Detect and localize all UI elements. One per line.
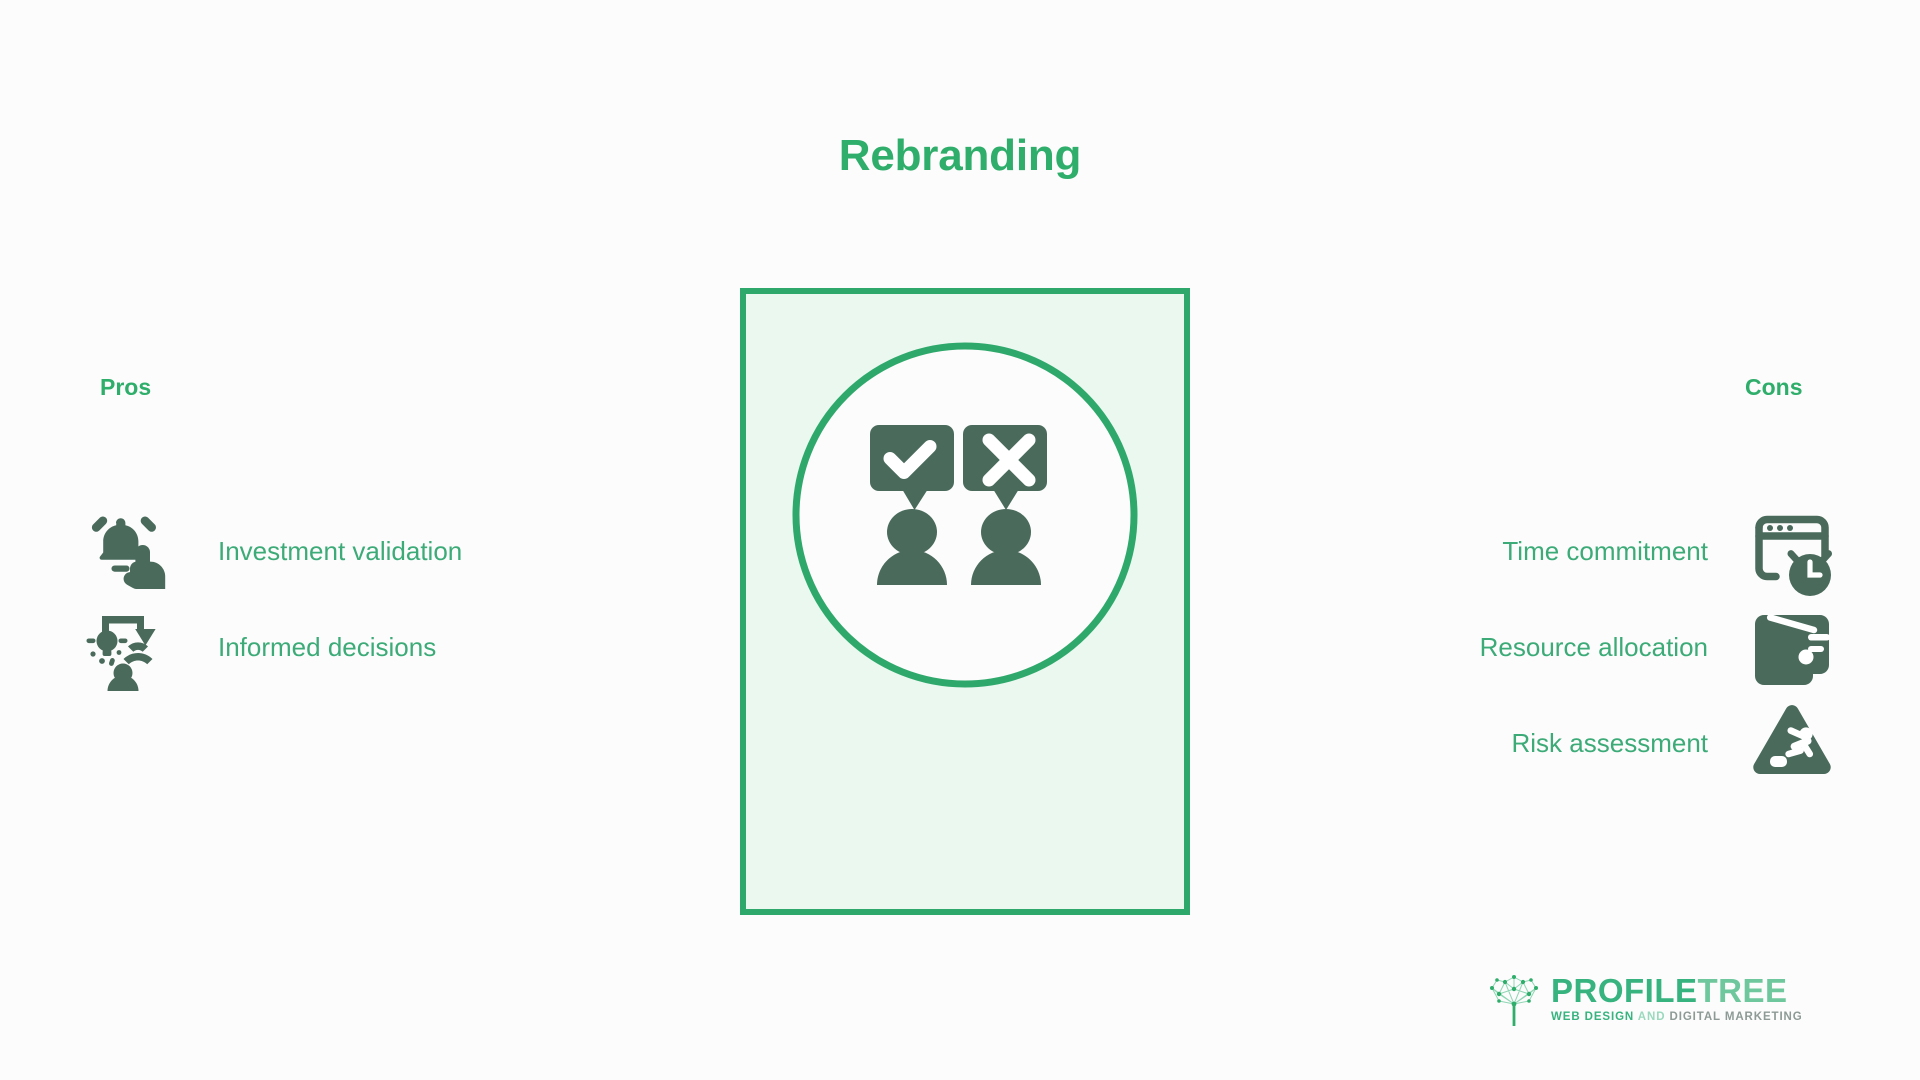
- cons-item-label: Time commitment: [1502, 536, 1708, 566]
- pros-item-label: Investment validation: [218, 536, 463, 566]
- slip-hazard-warning-icon: [1746, 697, 1838, 789]
- profiletree-logo: PROFILETREE WEB DESIGN AND DIGITAL MARKE…: [1483, 968, 1803, 1030]
- pros-item-investment-validation: Investment validation: [82, 497, 462, 605]
- pros-item-label: Informed decisions: [218, 632, 437, 662]
- page-title: Rebranding: [838, 131, 1082, 180]
- logo-tagline-part2: AND: [1637, 1011, 1666, 1024]
- cons-item-time-commitment: Time commitment: [1502, 497, 1838, 605]
- cons-item-label: Risk assessment: [1511, 728, 1709, 758]
- browser-alarm-clock-icon: [1746, 505, 1838, 597]
- cons-item-label: Resource allocation: [1479, 632, 1708, 662]
- logo-tagline: WEB DESIGN AND DIGITAL MARKETING: [1551, 1012, 1803, 1024]
- wallet-icon: [1746, 601, 1838, 693]
- logo-name-primary: PROFILE: [1551, 972, 1698, 1010]
- network-tree-icon: [1483, 968, 1545, 1030]
- logo-tagline-part1: WEB DESIGN: [1551, 1011, 1635, 1024]
- logo-tagline-part3: DIGITAL MARKETING: [1669, 1011, 1803, 1024]
- cons-item-risk-assessment: Risk assessment: [1512, 689, 1839, 797]
- bell-click-icon: [82, 505, 174, 597]
- pros-heading: Pros: [100, 374, 152, 400]
- pros-item-informed-decisions: Informed decisions: [82, 593, 436, 701]
- center-illustration-panel: [740, 288, 1190, 915]
- logo-wordmark: PROFILETREE: [1551, 974, 1803, 1007]
- logo-text: PROFILETREE WEB DESIGN AND DIGITAL MARKE…: [1551, 974, 1803, 1024]
- cons-heading: Cons: [1745, 374, 1803, 400]
- idea-transfer-icon: [82, 601, 174, 693]
- two-people-approve-reject-speech-bubbles-icon: [792, 342, 1138, 688]
- cons-item-resource-allocation: Resource allocation: [1480, 593, 1838, 701]
- logo-name-secondary: TREE: [1697, 972, 1788, 1010]
